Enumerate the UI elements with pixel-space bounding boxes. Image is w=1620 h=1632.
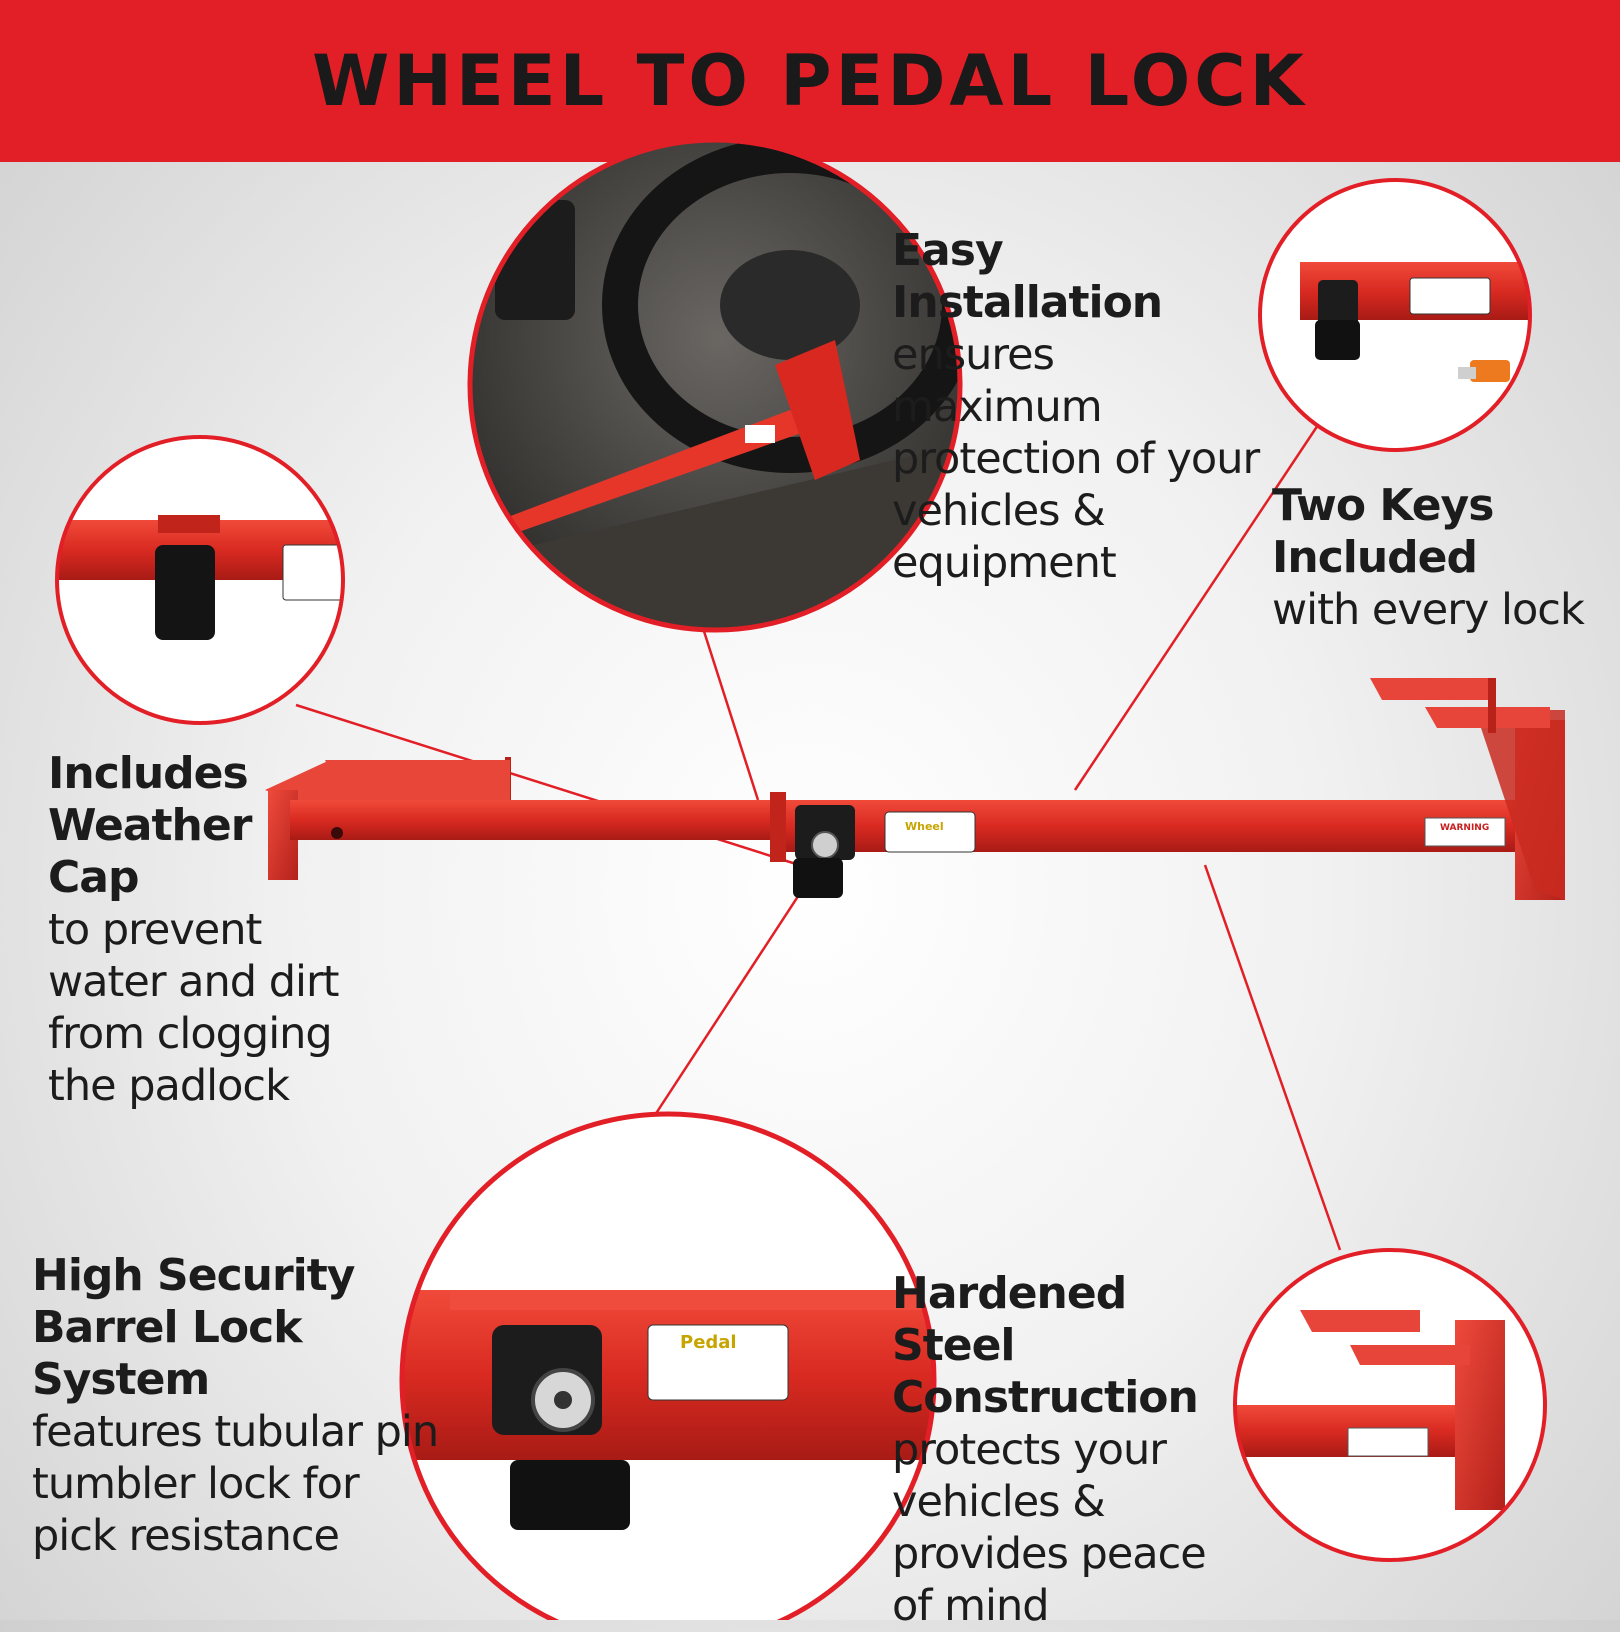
leader-line-steel <box>1203 864 1342 1251</box>
feature-description: ensures maximum protection of your vehic… <box>892 330 1260 588</box>
page-title: WHEEL TO PEDAL LOCK <box>312 40 1308 122</box>
steel-construction-photo <box>1235 1250 1545 1560</box>
barrel-lock-photo-ring <box>399 1111 937 1620</box>
title-banner: WHEEL TO PEDAL LOCK <box>0 0 1620 162</box>
weather-cap-photo-ring <box>55 435 345 725</box>
feature-barrel-lock: High Security Barrel Lock System feature… <box>32 1250 452 1562</box>
keys-photo <box>1260 180 1530 450</box>
leader-line-install <box>700 624 760 801</box>
installation-photo-ring <box>467 137 963 633</box>
feature-title: Hardened Steel Construction <box>892 1268 1199 1423</box>
feature-hardened-steel: Hardened Steel Construction protects you… <box>892 1268 1252 1632</box>
feature-title: Easy Installation <box>892 225 1163 328</box>
feature-weather-cap: Includes Weather Cap to prevent water an… <box>48 748 348 1112</box>
feature-title: Two Keys Included <box>1272 480 1494 583</box>
feature-description: with every lock <box>1272 585 1585 635</box>
feature-title: Includes Weather Cap <box>48 748 252 903</box>
leader-lines <box>295 424 1342 1251</box>
barrel-brand-text: Pedal <box>680 1332 737 1353</box>
weather-cap-photo <box>57 437 343 723</box>
barrel-lock-photo: Pedal <box>402 1114 934 1620</box>
feature-two-keys: Two Keys Included with every lock <box>1272 480 1612 636</box>
leader-line-cap <box>295 703 816 872</box>
feature-description: protects your vehicles & provides peace … <box>892 1425 1207 1631</box>
feature-easy-installation: Easy Installation ensures maximum protec… <box>892 225 1272 589</box>
leader-line-keys <box>1073 424 1320 791</box>
leader-line-barrel <box>653 854 827 1116</box>
steel-construction-photo-ring <box>1233 1248 1547 1562</box>
feature-title: High Security Barrel Lock System <box>32 1250 355 1405</box>
keys-photo-ring <box>1258 178 1532 452</box>
feature-description: features tubular pin tumbler lock for pi… <box>32 1407 439 1561</box>
brand-label-text: Wheel <box>905 820 944 833</box>
feature-description: to prevent water and dirt from clogging … <box>48 905 340 1111</box>
warning-label-text: WARNING <box>1440 823 1489 833</box>
product-bar: Wheel WARNING <box>265 678 1565 900</box>
